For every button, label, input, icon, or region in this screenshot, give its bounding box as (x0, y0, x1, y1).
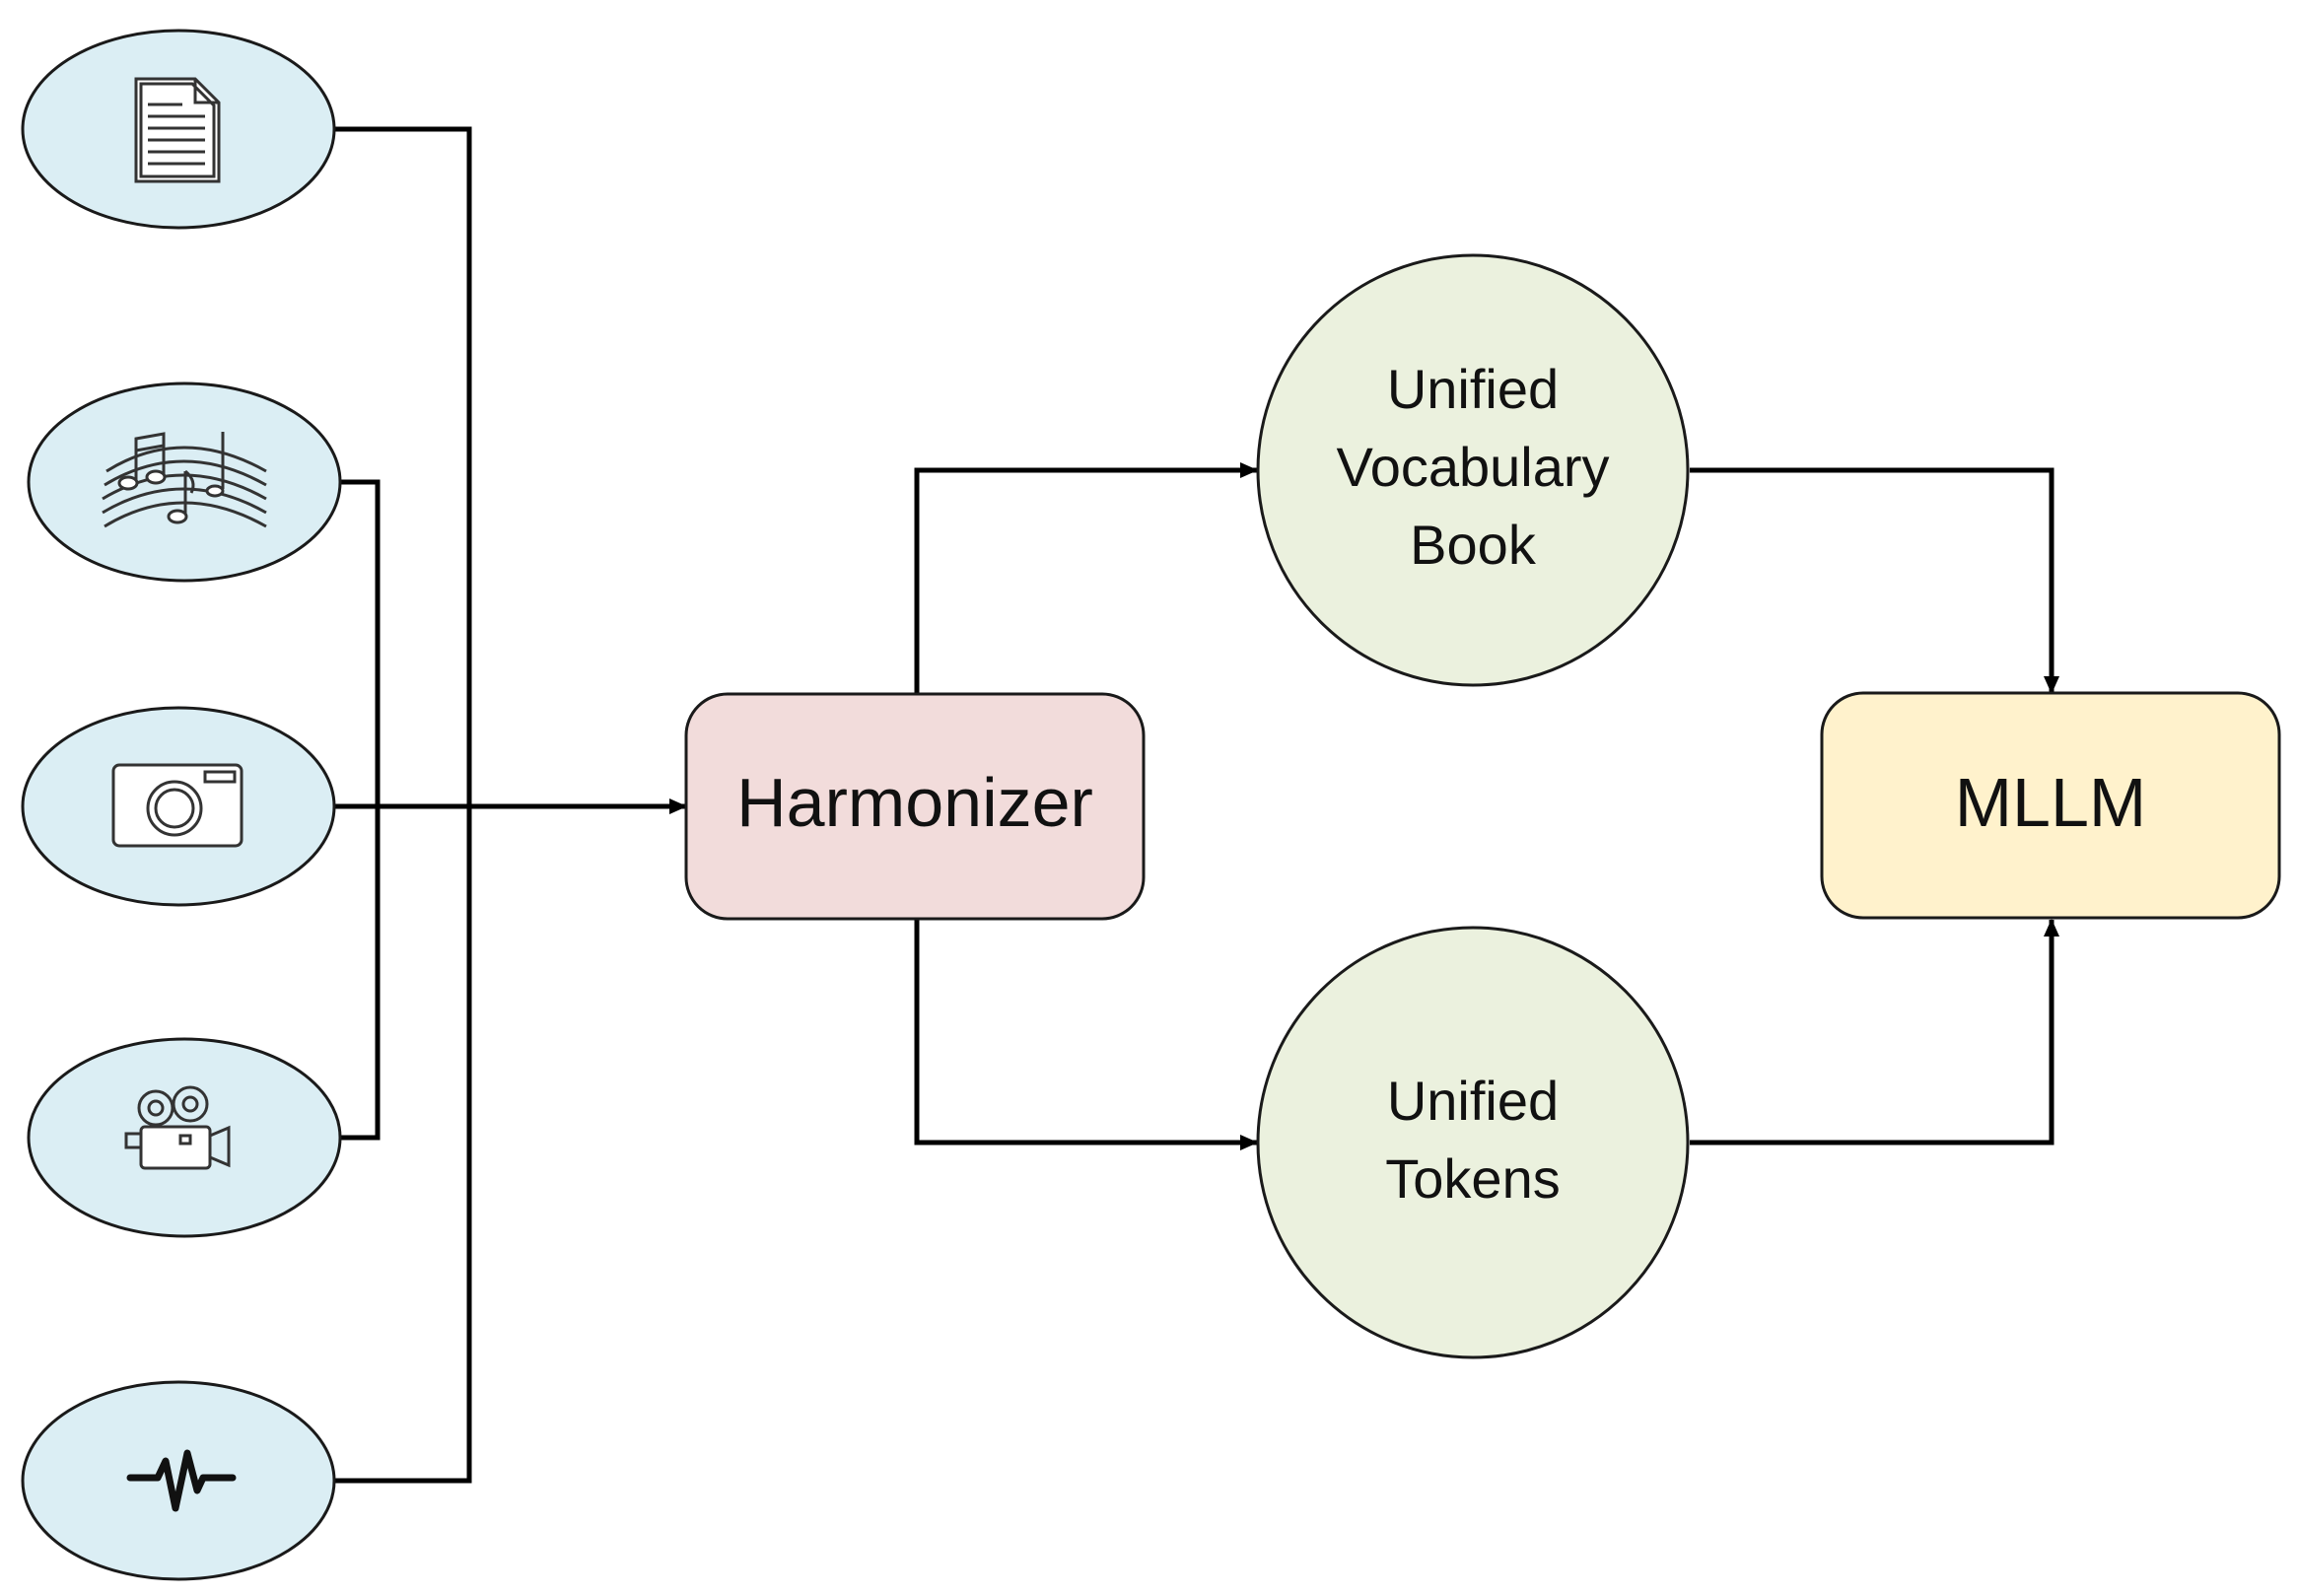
arrow-tokens-to-mllm (1690, 919, 2059, 1145)
mllm-node: MLLM (1820, 691, 2281, 920)
vocab-book-node: Unified Vocabulary Book (1256, 253, 1690, 687)
tokens-line-1: Unified (1387, 1070, 1559, 1132)
arrow-vocab-to-mllm (1690, 467, 2059, 694)
camera-icon (111, 763, 244, 848)
music-notes-icon (102, 432, 267, 528)
document-icon (134, 77, 221, 183)
tokens-line-2: Tokens (1385, 1147, 1560, 1210)
tokens-node: Unified Tokens (1256, 926, 1690, 1359)
harmonizer-label: Harmonizer (736, 764, 1093, 841)
harmonizer-node: Harmonizer (684, 692, 1146, 921)
video-camera-icon (124, 1085, 231, 1170)
modality-music (27, 382, 342, 583)
modality-video (27, 1037, 342, 1238)
arrow-harmonizer-to-tokens (914, 919, 1258, 1150)
waveform-icon (126, 1449, 237, 1512)
modality-document (21, 29, 336, 230)
connectors (333, 126, 2059, 1484)
arrow-harmonizer-to-vocab (914, 462, 1258, 694)
input-modalities (21, 29, 342, 1581)
modality-waveform (21, 1380, 336, 1581)
vocab-book-line-1: Unified (1387, 358, 1559, 420)
mllm-label: MLLM (1955, 764, 2146, 841)
vocab-book-line-2: Vocabulary (1336, 436, 1609, 498)
modality-camera (21, 706, 336, 907)
connector-music-video (340, 479, 381, 1141)
vocab-book-line-3: Book (1410, 514, 1537, 576)
